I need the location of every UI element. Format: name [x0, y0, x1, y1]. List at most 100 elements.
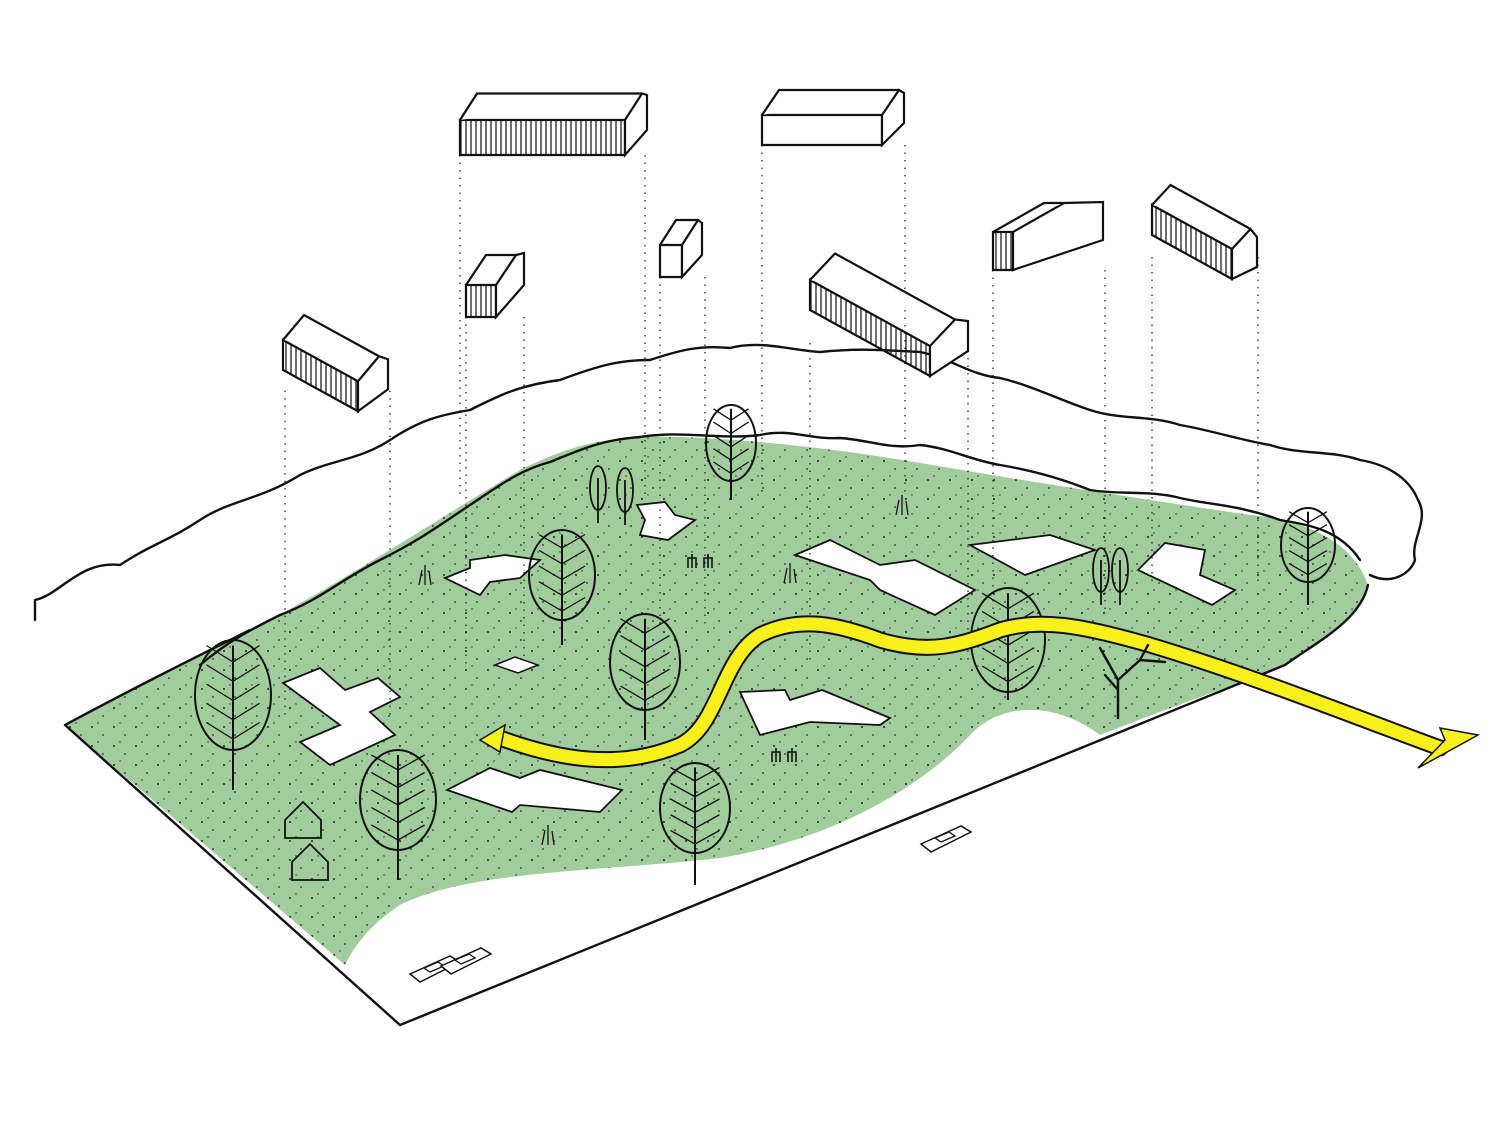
floating-building: [458, 92, 649, 158]
person-icon: [787, 748, 797, 762]
building-gable-end: [356, 354, 390, 414]
conifer-tree: [1111, 547, 1129, 605]
deciduous-tree: [1280, 507, 1336, 605]
building-footprint: [442, 554, 543, 597]
building-gable-end: [1230, 227, 1259, 281]
arrowhead-left: [478, 723, 507, 754]
bare-tree-icon: [1099, 644, 1166, 718]
tree-vein: [620, 651, 670, 668]
building-footprint: [967, 534, 1098, 576]
car-cabin: [933, 831, 957, 843]
building-roof: [659, 218, 698, 246]
building-gable-end: [680, 218, 704, 280]
grass-tuft-icon: [895, 495, 909, 516]
tree-vein: [713, 421, 749, 435]
deciduous-tree: [194, 639, 272, 790]
building-roof: [282, 313, 380, 358]
yellow-path-arrow-fill: [493, 617, 1447, 767]
arrowhead-right: [1417, 727, 1481, 769]
conifer-tree: [1092, 547, 1110, 605]
tree-vein: [620, 668, 670, 685]
tree-vein: [670, 814, 720, 829]
tree-vein: [206, 683, 260, 702]
tree-vein: [713, 448, 749, 461]
tree-vein: [981, 647, 1035, 665]
building-side-wall: [464, 283, 498, 319]
tree-vein: [670, 798, 720, 814]
tree-vein: [713, 434, 749, 448]
tree-vein: [206, 702, 260, 721]
tree-vein: [981, 592, 1035, 610]
building-roof: [1151, 183, 1252, 230]
tree-vein: [1288, 511, 1328, 524]
tree-vein: [713, 408, 749, 421]
person-icon: [703, 554, 713, 568]
picnic-table-icon: [492, 656, 541, 674]
conifer-tree: [589, 465, 607, 523]
tree-vein: [538, 581, 586, 597]
tree-vein: [713, 461, 749, 475]
tree-vein: [981, 665, 1035, 683]
building-gable-end: [880, 88, 906, 148]
grass-tuft-icon: [541, 825, 555, 846]
floating-building: [1150, 183, 1259, 281]
building-side-wall: [458, 118, 627, 157]
building-footprint: [635, 501, 698, 541]
building-gable-end: [928, 318, 970, 379]
conifer-tree: [616, 467, 634, 525]
tree-vein: [371, 754, 425, 771]
tree-vein: [1288, 549, 1328, 563]
building-gable-end: [1011, 200, 1105, 272]
building-side-wall: [991, 230, 1015, 272]
back-ridge-line: [33, 343, 1424, 622]
building-side-wall: [658, 243, 684, 279]
tree-vein: [371, 824, 425, 841]
building-roof: [809, 252, 956, 321]
building-footprint: [281, 666, 402, 767]
building-footprint: [738, 689, 892, 737]
projection-lines: [284, 145, 1259, 720]
site-details: [284, 495, 1167, 983]
deciduous-tree: [659, 762, 731, 885]
building-footprints: [281, 501, 1237, 814]
grass-tuft-icon: [418, 565, 432, 586]
tree-vein: [620, 618, 670, 634]
tree-vein: [371, 771, 425, 789]
tree-vein: [670, 829, 720, 845]
building-roof: [459, 92, 642, 121]
deciduous-tree: [359, 749, 437, 880]
greenhouse-icon: [291, 842, 329, 881]
floating-building: [991, 200, 1105, 272]
tree-vein: [620, 635, 670, 651]
tree-vein: [620, 685, 670, 702]
trees: [194, 404, 1336, 885]
tree-vein: [1288, 562, 1328, 576]
greenhouse-icon: [284, 800, 322, 839]
car-cabin: [453, 953, 477, 965]
tree-vein: [371, 806, 425, 824]
grass-tuft-icon: [783, 563, 797, 584]
floating-building: [281, 313, 390, 414]
car-icon: [439, 947, 493, 975]
building-gable-end: [623, 92, 649, 158]
car-icon: [919, 825, 973, 853]
building-footprint: [792, 539, 977, 617]
tree-vein: [538, 596, 586, 612]
floating-building: [760, 88, 906, 148]
person-icon: [771, 748, 781, 762]
tree-vein: [538, 549, 586, 565]
building-side-wall: [760, 113, 884, 147]
building-footprint: [1136, 542, 1237, 607]
tree-vein: [206, 664, 260, 683]
tree-vein: [371, 789, 425, 806]
tree-vein: [206, 644, 260, 663]
deciduous-tree: [609, 613, 681, 740]
tree-vein: [1288, 524, 1328, 537]
front-ridge-line: [198, 431, 1362, 667]
building-footprint: [444, 767, 624, 814]
tree-vein: [670, 766, 720, 782]
tree-vein: [1288, 537, 1328, 550]
tree-vein: [206, 721, 260, 740]
building-roof: [761, 88, 899, 116]
